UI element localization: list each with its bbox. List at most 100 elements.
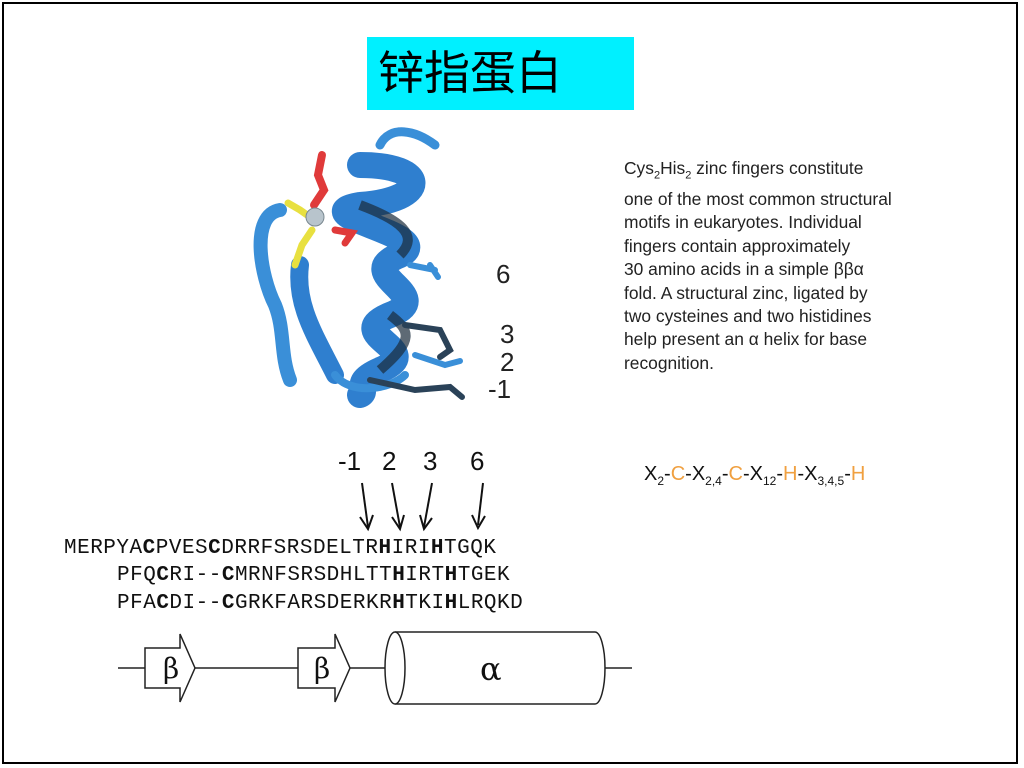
description-text-part: one of the most common structural	[624, 188, 892, 209]
alpha-label: α	[480, 650, 502, 688]
description-text-part: fingers contain approximately	[624, 235, 851, 256]
description-line: Cys2His2 zinc fingers constitute	[624, 157, 984, 188]
conserved-residue: C	[208, 537, 222, 560]
sequence-segment: GRKFARSDERKR	[234, 592, 393, 615]
description-text-part: help present an α helix for base	[624, 329, 868, 350]
beta-label-1: β	[163, 652, 179, 685]
subscript: 2	[685, 169, 692, 182]
description-text-part: motifs in eukaryotes. Individual	[624, 212, 862, 233]
motif-subscript: 2,4	[705, 474, 722, 488]
description-text-part: Cys	[624, 158, 654, 178]
arrow-3	[423, 482, 433, 528]
beta-arrow-2	[297, 633, 351, 703]
description-line: one of the most common structural	[624, 188, 984, 211]
arrowhead-2	[391, 514, 405, 532]
conserved-residue: C	[156, 592, 170, 615]
structure-label-3: 3	[500, 319, 515, 349]
sequence-segment: DI--	[169, 592, 222, 615]
sequence-segment: MRNFSRSDHLTT	[234, 564, 393, 587]
sequence-segment: TKI	[405, 592, 445, 615]
arrowhead-minus1	[359, 514, 374, 532]
conserved-residue: C	[156, 564, 170, 587]
description-line: motifs in eukaryotes. Individual	[624, 211, 984, 234]
motif-part: -	[721, 463, 729, 485]
motif-part: -	[664, 463, 671, 485]
arrow-label-2: 2	[382, 446, 397, 476]
motif-residue-highlight: C	[728, 463, 743, 485]
arrow-label-6: 6	[470, 446, 485, 476]
motif-residue-highlight: H	[850, 463, 866, 485]
slide-title: 锌指蛋白	[367, 37, 634, 110]
motif-residue-highlight: C	[670, 463, 686, 485]
motif-subscript: 12	[763, 474, 777, 488]
description-line: 30 amino acids in a simple ββα	[624, 258, 984, 281]
motif-part: -	[797, 463, 805, 485]
zinc-finger-structure-illustration	[253, 127, 465, 408]
structure-label-2: 2	[500, 347, 515, 377]
sequence-segment: PFQ	[117, 564, 157, 587]
description-text-part: fold. A structural zinc, ligated by	[624, 282, 868, 303]
description-line: recognition.	[624, 352, 984, 375]
motif-part: X	[749, 463, 763, 485]
description-text-part: two cysteines and two histidines	[624, 305, 872, 326]
arrow-minus1	[361, 482, 369, 528]
conserved-residue: H	[392, 564, 406, 587]
sequence-segment: PVES	[155, 537, 209, 560]
sequence-segment: MERPYA	[64, 537, 143, 560]
arrow-label-3: 3	[423, 446, 438, 476]
description-text-part: His	[660, 158, 686, 178]
description-text-part: 30 amino acids in a simple ββα	[624, 259, 864, 280]
sequence-segment: RI--	[169, 564, 222, 587]
conserved-residue: H	[444, 592, 458, 615]
alpha-cylinder	[395, 631, 606, 705]
description-line: fold. A structural zinc, ligated by	[624, 282, 984, 305]
sequence-segment: DRRFSRSDELTR	[221, 537, 379, 560]
description-text-part: zinc fingers constitute	[691, 158, 864, 178]
arrow-2	[391, 482, 401, 528]
motif-part: X	[691, 463, 706, 485]
arrow-6	[477, 482, 484, 526]
motif-residue-highlight: H	[783, 463, 798, 485]
arrow-label-minus1: -1	[338, 446, 362, 476]
secondary-structure-schema: β β α	[118, 631, 632, 705]
sequence-segment: IRI	[391, 537, 431, 560]
motif-part: X	[644, 463, 658, 485]
alpha-cylinder-end	[384, 631, 406, 705]
structure-label-minus1: -1	[488, 374, 512, 404]
position-arrows	[359, 482, 486, 532]
conserved-residue: H	[378, 537, 392, 560]
motif-part: -	[685, 463, 692, 485]
conserved-residue: H	[392, 592, 406, 615]
beta-label-2: β	[314, 652, 330, 685]
description-text-part: recognition.	[624, 352, 714, 373]
subscript: 2	[653, 169, 661, 182]
conserved-residue: H	[444, 564, 458, 587]
conserved-residue: C	[142, 537, 156, 560]
motif-part: X	[804, 463, 818, 485]
sequence-row: MERPYACPVESCDRRFSRSDELTRHIRIHTGQK	[64, 538, 496, 560]
structure-label-6: 6	[496, 259, 511, 289]
description-line: two cysteines and two histidines	[624, 305, 984, 328]
description-line: help present an α helix for base	[624, 328, 984, 351]
motif-part: -	[776, 463, 784, 485]
beta-arrow-1	[144, 633, 196, 703]
description-line: fingers contain approximately	[624, 235, 984, 258]
motif-part: -	[742, 463, 750, 485]
conserved-residue: H	[430, 537, 445, 560]
consensus-motif: X2-C-X2,4-C-X12-H-X3,4,5-H	[644, 463, 865, 488]
motif-subscript: 3,4,5	[817, 474, 845, 488]
sequence-row: PFQCRI--CMRNFSRSDHLTTHIRTHTGEK	[117, 565, 510, 587]
conserved-residue: C	[221, 564, 235, 587]
arrowhead-3	[419, 514, 433, 532]
sequence-segment: TGQK	[444, 537, 497, 560]
sequence-row: PFACDI--CGRKFARSDERKRHTKIHLRQKD	[117, 593, 523, 615]
sequence-segment: LRQKD	[457, 592, 524, 615]
sequence-segment: TGEK	[457, 564, 511, 587]
motif-subscript: 2	[657, 474, 665, 488]
conserved-residue: C	[221, 592, 235, 615]
arrowhead-6	[471, 514, 486, 531]
sequence-segment: IRT	[405, 564, 445, 587]
motif-part: -	[844, 463, 851, 485]
